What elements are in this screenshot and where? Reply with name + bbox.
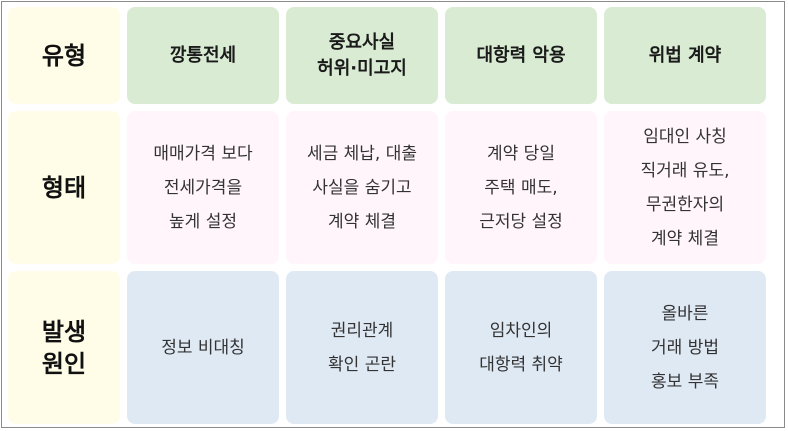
- form-cell-1: 매매가격 보다 전세가격을 높게 설정: [127, 111, 279, 264]
- row-header-type: 유형: [8, 7, 120, 104]
- column-header-3: 대항력 악용: [445, 7, 597, 104]
- cause-cell-4: 올바른 거래 방법 홍보 부족: [604, 271, 766, 424]
- cause-cell-1: 정보 비대칭: [127, 271, 279, 424]
- column-header-4: 위법 계약: [604, 7, 766, 104]
- cause-cell-2: 권리관계 확인 곤란: [286, 271, 438, 424]
- cause-cell-3: 임차인의 대항력 취약: [445, 271, 597, 424]
- column-header-1: 깡통전세: [127, 7, 279, 104]
- fraud-type-table: 유형 깡통전세 중요사실 허위·미고지 대항력 악용 위법 계약 형태 매매가격…: [8, 7, 766, 424]
- form-cell-2: 세금 체납, 대출 사실을 숨기고 계약 체결: [286, 111, 438, 264]
- row-header-cause: 발생 원인: [8, 271, 120, 424]
- form-cell-4: 임대인 사칭 직거래 유도, 무권한자의 계약 체결: [604, 111, 766, 264]
- form-cell-3: 계약 당일 주택 매도, 근저당 설정: [445, 111, 597, 264]
- column-header-2: 중요사실 허위·미고지: [286, 7, 438, 104]
- row-header-form: 형태: [8, 111, 120, 264]
